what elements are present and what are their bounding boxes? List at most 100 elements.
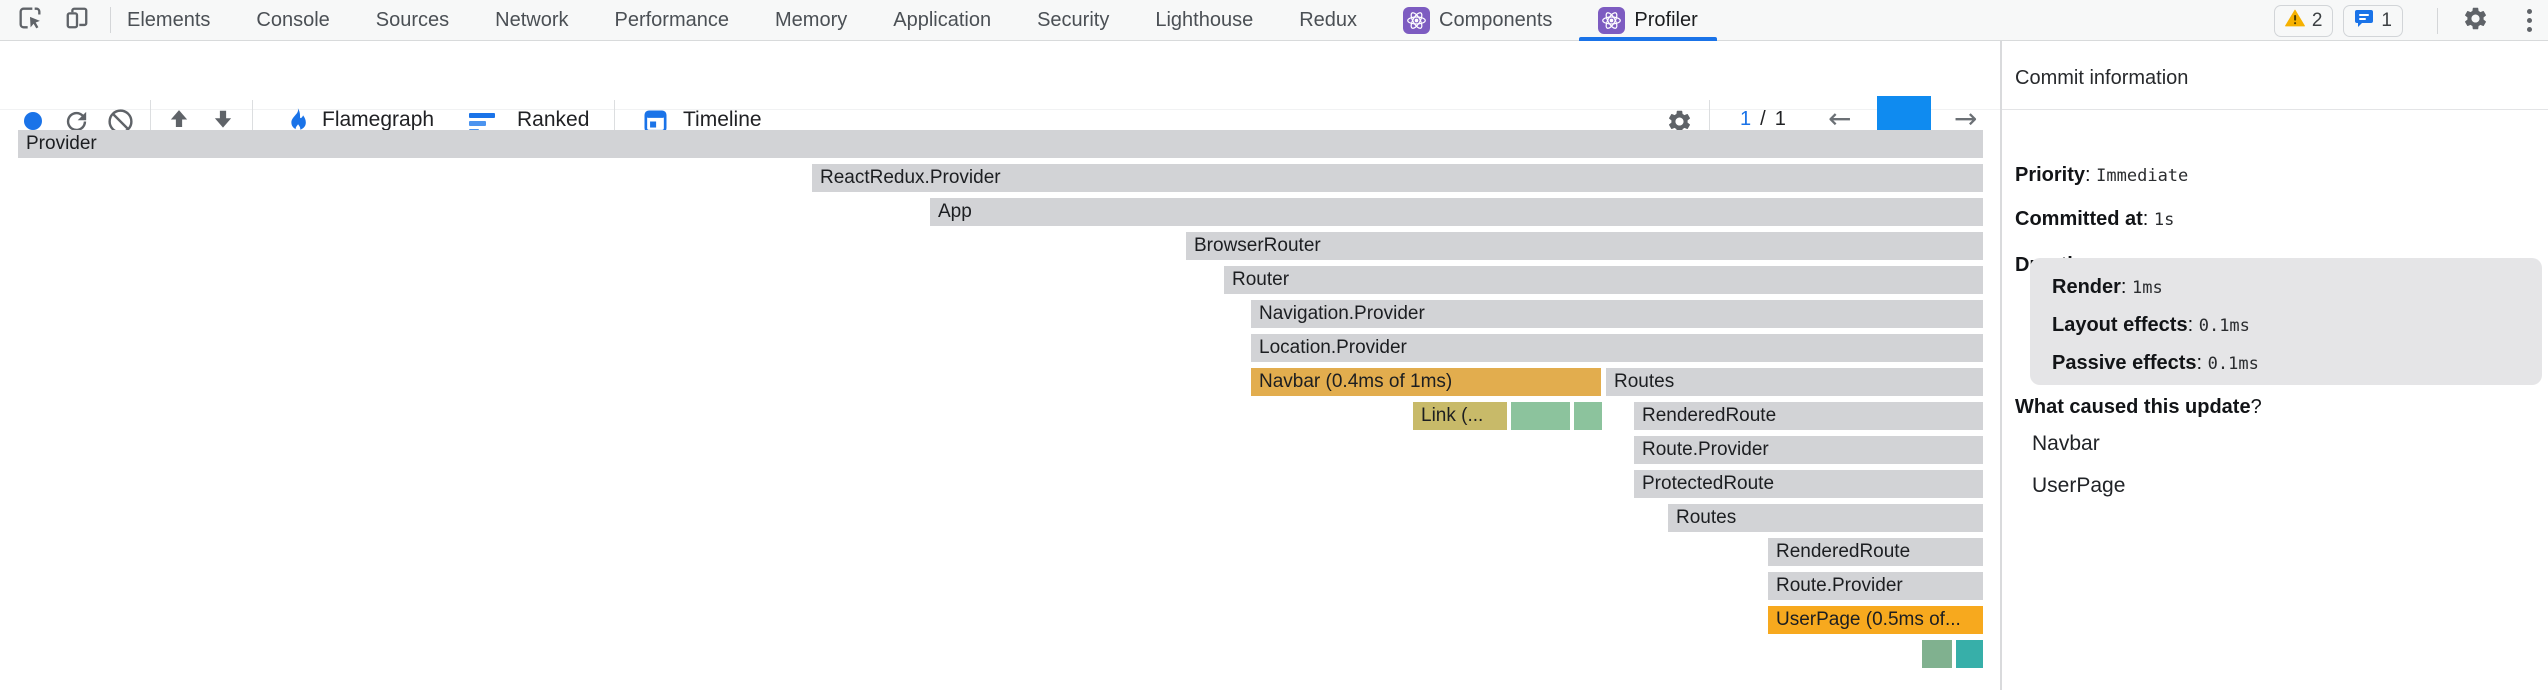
tab-lighthouse[interactable]: Lighthouse — [1155, 8, 1254, 31]
react-components-icon — [1403, 6, 1431, 34]
flame-bar[interactable]: App — [930, 198, 1983, 226]
flame-bar[interactable] — [1922, 640, 1952, 668]
passive-effects-label: Passive effects — [2052, 352, 2197, 374]
durations-box: Render: 1ms Layout effects: 0.1ms Passiv… — [2030, 258, 2542, 385]
causes-heading: What caused this update? — [2015, 396, 2262, 419]
tab-components-label: Components — [1439, 8, 1553, 31]
tabbar-right-controls: 2 1 — [2273, 0, 2538, 41]
issues-count: 1 — [2381, 9, 2392, 31]
colon: : — [2196, 352, 2208, 374]
view-tab-ranked[interactable]: Ranked — [517, 108, 590, 131]
warnings-count: 2 — [2311, 9, 2323, 31]
record-button[interactable] — [24, 112, 42, 130]
render-label: Render — [2052, 276, 2121, 298]
flame-bar[interactable]: Route.Provider — [1768, 572, 1983, 600]
commit-separator: / — [1760, 108, 1766, 130]
colon: : — [2187, 314, 2199, 336]
flame-bar[interactable]: Navigation.Provider — [1251, 300, 1983, 328]
next-commit-arrow-icon[interactable]: → — [1954, 102, 1978, 135]
commit-counter: 1 / 1 — [1740, 108, 1786, 131]
tab-performance[interactable]: Performance — [614, 8, 730, 31]
commit-info-header-divider — [2002, 109, 2548, 110]
tab-application[interactable]: Application — [893, 8, 992, 31]
profiler-settings-gear-icon[interactable] — [1666, 108, 1693, 135]
tab-elements[interactable]: Elements — [127, 8, 211, 31]
cause-item-userpage[interactable]: UserPage — [2032, 474, 2126, 497]
flame-bar[interactable] — [1574, 402, 1602, 430]
colon: : — [2085, 164, 2097, 186]
inspect-element-icon[interactable] — [16, 4, 44, 37]
committed-at-label: Committed at — [2015, 208, 2143, 230]
tab-console[interactable]: Console — [256, 8, 330, 31]
tabbar-tabs: Elements Console Sources Network Perform… — [127, 0, 1718, 41]
committed-at-row: Committed at: 1s — [2015, 208, 2174, 231]
causes-heading-label: What caused this update — [2015, 396, 2251, 418]
flame-bar[interactable]: RenderedRoute — [1634, 402, 1983, 430]
question-mark: ? — [2250, 396, 2262, 418]
render-value: 1ms — [2132, 278, 2163, 298]
flame-bar[interactable]: RenderedRoute — [1768, 538, 1983, 566]
toolbar-divider — [150, 100, 151, 142]
flame-bar[interactable]: UserPage (0.5ms of... — [1768, 606, 1983, 634]
toolbar-divider — [614, 100, 615, 142]
view-tab-timeline[interactable]: Timeline — [683, 108, 762, 131]
colon: : — [2142, 208, 2154, 230]
flame-bar[interactable]: Provider — [18, 130, 1983, 158]
flamegraph-icon — [280, 106, 311, 137]
toolbar-divider — [252, 100, 253, 142]
device-toolbar-icon[interactable] — [62, 4, 92, 37]
priority-value: Immediate — [2096, 166, 2189, 186]
profiler-toolbar: Flamegraph Ranked Timeline — [0, 41, 2000, 150]
devtools-settings-gear-icon[interactable] — [2462, 5, 2489, 37]
commit-current: 1 — [1740, 108, 1752, 130]
pane-divider — [2000, 41, 2002, 690]
devtools-tabbar: Elements Console Sources Network Perform… — [0, 0, 2548, 41]
warnings-badge[interactable]: 2 — [2273, 4, 2334, 37]
flame-bar[interactable] — [1956, 640, 1983, 668]
duration-row: Render: 1ms — [2052, 269, 2542, 307]
tab-security[interactable]: Security — [1037, 8, 1110, 31]
flame-bar[interactable]: Link (... — [1413, 402, 1507, 430]
flame-bar[interactable]: BrowserRouter — [1186, 232, 1983, 260]
warning-icon — [2284, 9, 2305, 32]
flame-bar[interactable]: Location.Provider — [1251, 334, 1983, 362]
view-tab-flamegraph[interactable]: Flamegraph — [322, 108, 435, 131]
passive-effects-value: 0.1ms — [2207, 354, 2259, 374]
tab-profiler-label: Profiler — [1634, 8, 1698, 31]
flame-bar[interactable]: ReactRedux.Provider — [812, 164, 1983, 192]
colon: : — [2120, 276, 2133, 298]
tab-redux[interactable]: Redux — [1299, 8, 1358, 31]
duration-row: Passive effects: 0.1ms — [2052, 345, 2542, 383]
tab-network[interactable]: Network — [495, 8, 569, 31]
cause-item-navbar[interactable]: Navbar — [2032, 432, 2100, 455]
flame-bar[interactable]: ProtectedRoute — [1634, 470, 1983, 498]
react-profiler-icon — [1598, 6, 1626, 34]
priority-label: Priority — [2015, 164, 2086, 186]
issues-badge[interactable]: 1 — [2343, 4, 2403, 37]
reload-and-profile-icon[interactable] — [62, 107, 91, 136]
commit-info-title: Commit information — [2015, 67, 2189, 89]
committed-at-value: 1s — [2153, 210, 2175, 230]
tab-sources[interactable]: Sources — [375, 8, 450, 31]
tab-components[interactable]: Components — [1403, 0, 1552, 41]
duration-row: Layout effects: 0.1ms — [2052, 307, 2542, 345]
tab-profiler[interactable]: Profiler — [1579, 0, 1718, 41]
flame-bar[interactable]: Navbar (0.4ms of 1ms) — [1251, 368, 1601, 396]
issues-icon — [2354, 8, 2374, 33]
flame-bar[interactable]: Routes — [1606, 368, 1983, 396]
commit-total: 1 — [1774, 108, 1786, 130]
commit-info-panel: Commit information Priority: Immediate C… — [2002, 41, 2548, 690]
flame-bar[interactable]: Route.Provider — [1634, 436, 1983, 464]
layout-effects-label: Layout effects — [2052, 314, 2188, 336]
more-options-icon[interactable] — [2521, 9, 2538, 32]
layout-effects-value: 0.1ms — [2198, 316, 2250, 336]
flame-bar[interactable]: Router — [1224, 266, 1983, 294]
previous-commit-arrow-icon[interactable]: ← — [1828, 102, 1852, 135]
toolbar-divider — [1709, 100, 1710, 142]
tabbar-divider — [110, 7, 111, 33]
flame-bar[interactable]: Routes — [1668, 504, 1983, 532]
priority-row: Priority: Immediate — [2015, 164, 2188, 187]
flame-bar[interactable] — [1511, 402, 1570, 430]
tab-memory[interactable]: Memory — [775, 8, 848, 31]
